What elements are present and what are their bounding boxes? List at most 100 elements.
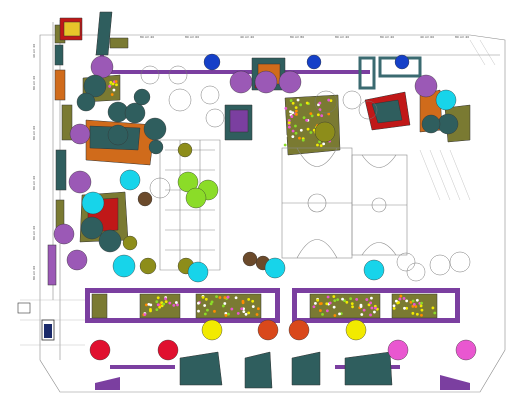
flower-dot <box>155 308 159 312</box>
flower-dot <box>256 307 260 311</box>
flower-dot <box>333 314 337 317</box>
flower-dot <box>236 311 240 315</box>
flower-dot <box>283 143 287 147</box>
tree-canopy-icon <box>203 53 221 71</box>
street-label-2: 80 cm 60 <box>185 35 199 39</box>
flower-dot <box>287 125 291 129</box>
flower-dot <box>306 127 310 131</box>
flower-dot <box>350 302 354 306</box>
flower-dot <box>291 135 295 139</box>
flower-dot <box>360 313 364 316</box>
flower-dot <box>319 144 323 147</box>
flower-dot <box>143 313 147 316</box>
tree-canopy-icon <box>98 229 122 253</box>
tree-outline-icon <box>168 65 188 85</box>
tree-outline-icon <box>429 254 451 276</box>
flower-dot <box>322 142 326 146</box>
tree-canopy-icon <box>363 259 385 281</box>
flower-dot <box>338 312 341 316</box>
flower-dot <box>415 298 419 302</box>
tree-canopy-icon <box>148 139 164 155</box>
flower-dot <box>284 134 288 138</box>
flower-dot <box>172 304 176 307</box>
flower-dot <box>156 303 160 307</box>
side-label-1: 80 cm 40 <box>32 76 36 90</box>
flower-dot <box>332 305 336 309</box>
flower-dot <box>329 99 333 103</box>
tree-canopy-icon <box>83 74 107 98</box>
flower-dot <box>226 295 230 299</box>
flower-dot <box>244 312 248 316</box>
tree-canopy-icon <box>187 261 209 283</box>
flower-dot <box>405 299 409 303</box>
tree-canopy-icon <box>345 319 367 341</box>
flower-dot <box>108 84 112 88</box>
tree-outline-icon <box>205 108 225 128</box>
flower-dot <box>316 113 320 117</box>
flower-dot <box>111 82 115 86</box>
flower-dot <box>110 93 114 96</box>
flower-dot <box>114 80 118 83</box>
flower-dot <box>162 302 166 306</box>
flower-dot <box>362 308 366 312</box>
street-label-4: 80 cm 80 <box>290 35 304 39</box>
flower-dot <box>144 303 148 307</box>
flower-dot <box>298 136 301 140</box>
tree-canopy-icon <box>387 339 409 361</box>
flower-dot <box>176 303 179 307</box>
flower-dot <box>240 307 244 311</box>
flower-dot <box>156 296 160 300</box>
flower-dot <box>370 306 374 310</box>
flower-dot <box>247 297 251 301</box>
flower-dot <box>227 312 230 316</box>
tree-canopy-icon <box>414 74 438 98</box>
tree-canopy-icon <box>53 223 75 245</box>
flower-dot <box>301 138 305 142</box>
flower-dot <box>164 300 168 304</box>
flower-dot <box>325 302 329 306</box>
flower-dot <box>433 311 437 315</box>
street-label-7: 40 cm 60 <box>420 35 434 39</box>
flower-dot <box>242 310 246 314</box>
street-label-5: 80 cm 40 <box>335 35 349 39</box>
flower-dot <box>241 301 245 305</box>
flower-dot <box>397 301 401 304</box>
flower-dot <box>312 305 316 309</box>
flower-dot <box>405 306 409 310</box>
tree-canopy-icon <box>421 114 441 134</box>
lower-planters <box>179 351 393 389</box>
tree-canopy-icon <box>89 339 111 361</box>
flower-dot <box>251 305 255 308</box>
flower-dot <box>316 298 320 302</box>
flower-dot <box>316 143 319 147</box>
flower-dot <box>115 83 118 87</box>
flower-dot <box>164 297 167 301</box>
sports-court-icon <box>281 147 408 259</box>
tree-canopy-icon <box>69 123 91 145</box>
tree-canopy-icon <box>157 339 179 361</box>
left-strip-beds <box>47 24 73 286</box>
flower-dot <box>319 302 323 305</box>
flower-dot <box>160 301 164 305</box>
flower-dot <box>155 300 159 304</box>
flower-dot <box>355 297 359 301</box>
flower-dot <box>291 101 295 105</box>
flower-dot <box>287 119 291 122</box>
flower-dot <box>201 295 205 299</box>
street-labels: 80 cm 40 80 cm 60 40 cm 40 80 cm 80 80 c… <box>140 35 469 39</box>
tree-canopy-icon <box>455 339 477 361</box>
flower-dot <box>411 311 415 315</box>
flower-dot <box>302 116 306 120</box>
flower-dot <box>367 303 371 307</box>
tree-canopy-icon <box>435 89 457 111</box>
tree-canopy-icon <box>112 254 136 278</box>
flower-dot <box>305 118 308 122</box>
flower-dot <box>431 306 435 310</box>
flower-dot <box>251 299 255 303</box>
tree-canopy-icon <box>264 257 286 279</box>
flower-dot <box>373 310 376 314</box>
flower-dot <box>296 98 300 102</box>
flower-dot <box>351 305 354 309</box>
tree-canopy-icon <box>254 70 278 94</box>
